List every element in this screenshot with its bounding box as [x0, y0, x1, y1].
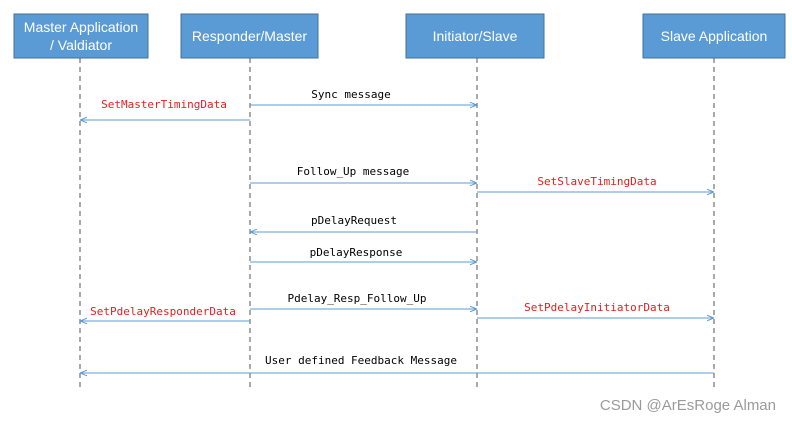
participant-responder: Responder/Master: [180, 13, 319, 59]
message-label: Pdelay_Resp_Follow_Up: [287, 292, 426, 305]
participant-initiator: Initiator/Slave: [405, 13, 545, 59]
message-set-pdelay-responder-data: SetPdelayResponderData: [80, 305, 250, 321]
participant-label: / Valdiator: [50, 37, 112, 53]
participant-box: [180, 13, 319, 59]
participant-label: Master Application: [24, 19, 138, 35]
participant-boxes: Master Application / Valdiator Responder/M…: [13, 13, 786, 59]
message-label: Sync message: [311, 88, 390, 101]
message-set-pdelay-initiator-data: SetPdelayInitiatorData: [477, 301, 714, 318]
message-label: SetMasterTimingData: [101, 98, 227, 111]
participant-label: Slave Application: [661, 28, 768, 44]
message-set-slave-timing-data: SetSlaveTimingData: [477, 175, 714, 192]
lifelines: [79, 58, 715, 388]
message-label: pDelayResponse: [310, 246, 403, 259]
messages: Sync messageSetMasterTimingDataFollow_Up…: [80, 88, 714, 373]
message-label: SetPdelayResponderData: [90, 305, 236, 318]
message-user-defined-feedback: User defined Feedback Message: [80, 354, 714, 373]
message-label: Follow_Up message: [297, 165, 410, 178]
participant-box: [405, 13, 545, 59]
message-set-master-timing-data: SetMasterTimingData: [80, 98, 250, 120]
participant-box: [13, 13, 149, 59]
message-pdelay-resp-follow-up: Pdelay_Resp_Follow_Up: [250, 292, 477, 309]
watermark: CSDN @ArEsRoge Alman: [600, 397, 776, 414]
message-label: SetPdelayInitiatorData: [524, 301, 670, 314]
message-pdelay-request: pDelayRequest: [250, 214, 477, 232]
message-label: pDelayRequest: [311, 214, 397, 227]
participant-label: Initiator/Slave: [433, 28, 518, 44]
participant-slave-app: Slave Application: [642, 13, 786, 59]
message-follow-up-message: Follow_Up message: [250, 165, 477, 183]
message-label: SetSlaveTimingData: [537, 175, 656, 188]
message-label: User defined Feedback Message: [265, 354, 457, 367]
participant-box: [642, 13, 786, 59]
message-pdelay-response: pDelayResponse: [250, 246, 477, 262]
participant-master-app: Master Application / Valdiator: [13, 13, 149, 59]
message-sync-message: Sync message: [250, 88, 477, 105]
participant-label: Responder/Master: [192, 28, 308, 44]
